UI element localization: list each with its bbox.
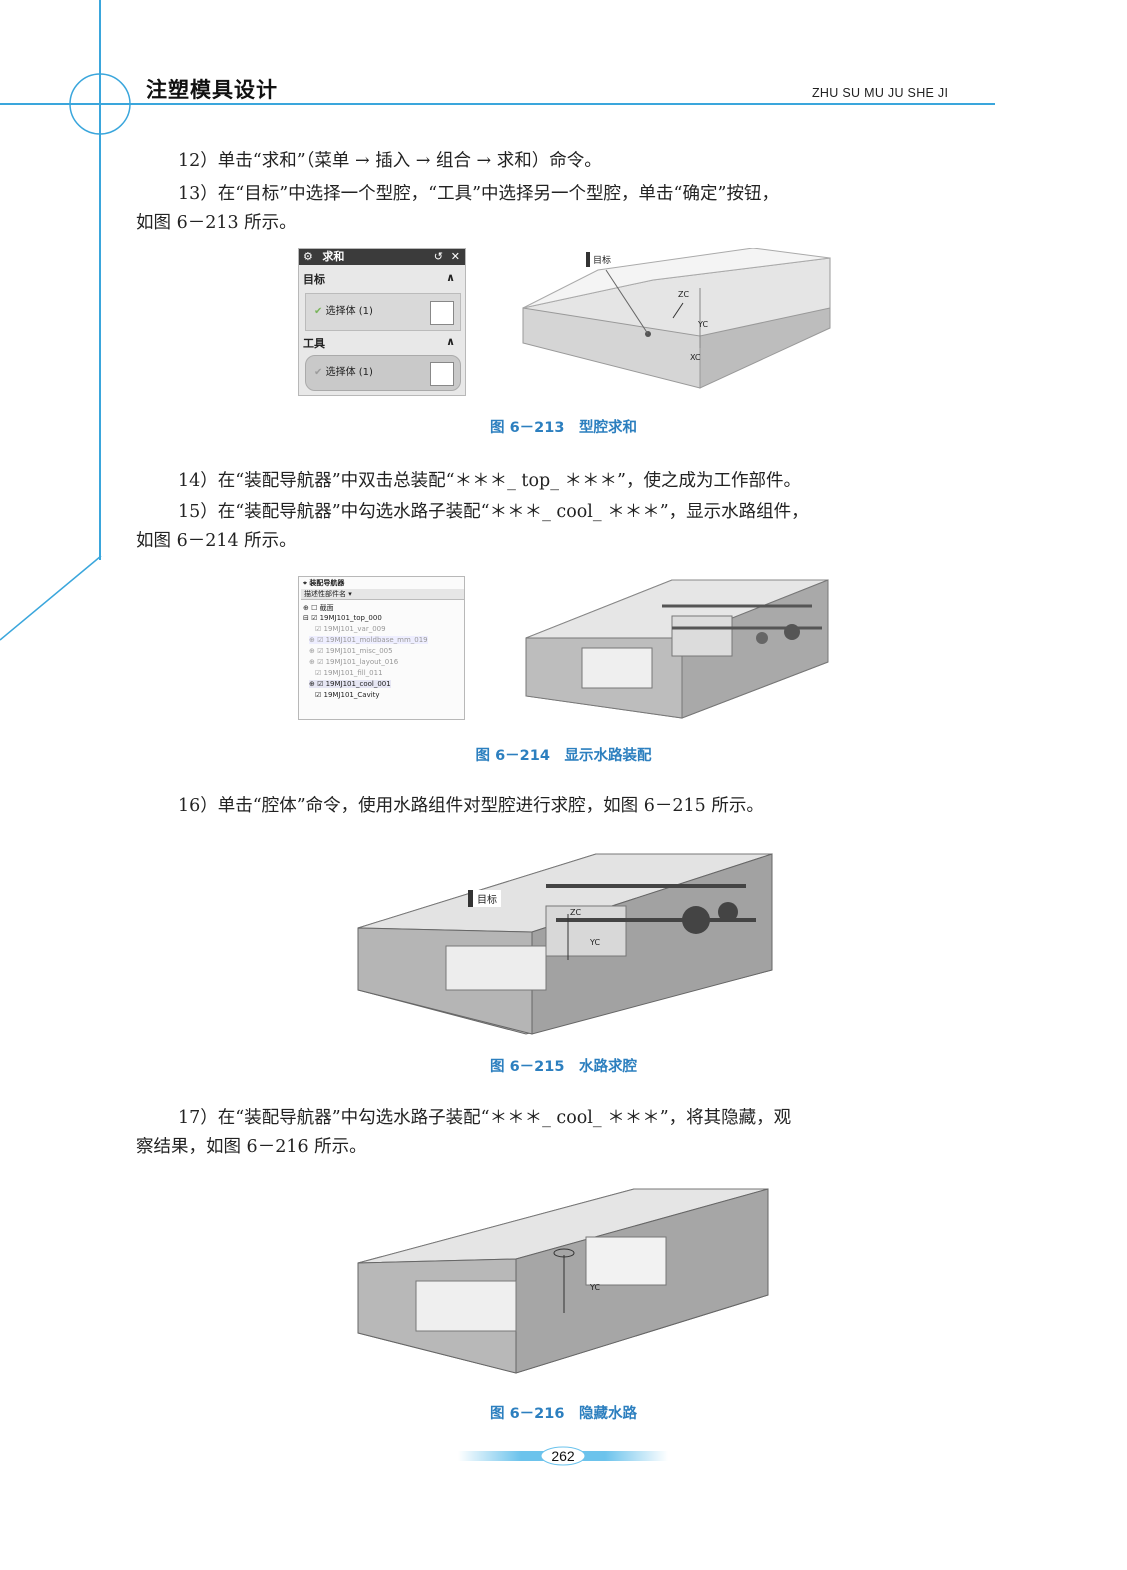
tool-select-label: 选择体 (1) [325,367,373,378]
step-15-line1: 15）在“装配导航器”中勾选水路子装配“＊＊＊_ cool_ ＊＊＊”，显示水路… [178,502,809,522]
column-label: 描述性部件名 [304,590,346,598]
nav-item-label: 19MJ101_var_009 [323,625,386,633]
crop-mark-circle [69,73,131,135]
nav-item-label: 19MJ101_fill_011 [323,669,383,677]
step-17-line1: 17）在“装配导航器”中勾选水路子装配“＊＊＊_ cool_ ＊＊＊”，将其隐藏… [178,1108,792,1128]
dropdown-icon: ▾ [348,590,352,598]
target-section-header[interactable]: 目标 ∧ [303,271,459,287]
nav-item[interactable]: ⊟ ☑ 19MJ101_top_000 [303,614,382,622]
cavity-sum-model [522,248,831,389]
tool-section-header[interactable]: 工具 ∧ [303,335,459,351]
step-13-line1: 13）在“目标”中选择一个型腔，“工具”中选择另一个型腔，单击“确定”按钮， [178,184,779,204]
check-icon: ✔ [314,367,323,378]
caption-6-215: 图 6－215 水路求腔 [490,1059,637,1075]
dialog-title: 求和 [322,250,345,263]
book-title-pinyin: ZHU SU MU JU SHE JI [812,86,949,100]
collapse-icon: ∧ [446,271,455,284]
nav-item[interactable]: ⊕ ☑ 19MJ101_layout_016 [309,658,399,666]
target-label: 目标 [468,890,501,907]
yc-label: YC [590,1283,601,1292]
nav-item-label: 19MJ101_Cavity [323,691,380,699]
sum-dialog: ⚙ 求和 ↺ ✕ 目标 ∧ ✔ 选择体 (1) 工具 ∧ ✔ 选择体 (1) [298,248,466,396]
book-title: 注塑模具设计 [146,78,278,102]
nav-item[interactable]: ☑ 19MJ101_Cavity [315,691,380,699]
step-17-line2: 察结果，如图 6－216 所示。 [136,1137,367,1157]
cooling-assembly-model [525,579,829,719]
caption-6-214: 图 6－214 显示水路装配 [475,748,652,764]
page-number: 262 [551,1448,575,1464]
nav-item-label: 19MJ101_layout_016 [325,658,399,666]
figure-6-216: YC [356,1185,772,1375]
nav-item[interactable]: ⊕ ☐ 截面 [303,604,334,612]
step-12-text: 12）单击“求和”（菜单 → 插入 → 组合 → 求和）命令。 [178,151,602,171]
step-15: 15）在“装配导航器”中勾选水路子装配“＊＊＊_ cool_ ＊＊＊”，显示水路… [136,498,996,556]
nav-item-label: 截面 [319,604,334,612]
target-label: 目标 [586,252,615,267]
header-vertical-line [99,0,101,560]
target-section-label: 目标 [303,273,325,286]
zc-label: ZC [678,290,690,299]
step-12: 12）单击“求和”（菜单 → 插入 → 组合 → 求和）命令。 [136,147,996,176]
step-14: 14）在“装配导航器”中双击总装配“＊＊＊_ top_ ＊＊＊”，使之成为工作部… [136,467,996,496]
step-15-line2: 如图 6－214 所示。 [136,531,297,551]
page-number-ribbon: 262 [458,1446,668,1466]
nav-item[interactable]: ⊕ ☑ 19MJ101_moldbase_mm_019 [309,636,428,644]
tool-select-row[interactable]: ✔ 选择体 (1) [305,355,461,391]
caption-6-213: 图 6－213 型腔求和 [490,420,637,436]
gear-icon: ⚙ [303,250,313,263]
assembly-navigator: ⌖ 装配导航器 描述性部件名 ▾ ⊕ ☐ 截面 ⊟ ☑ 19MJ101_top_… [298,576,465,720]
xc-label: XC [690,353,701,362]
cavity-subtract-model [357,853,773,1035]
corner-diagonal-line [0,555,102,641]
target-select-row[interactable]: ✔ 选择体 (1) [305,293,461,331]
sum-dialog-titlebar: ⚙ 求和 ↺ ✕ [299,249,465,265]
navigator-title-text: 装配导航器 [309,579,345,587]
nav-item[interactable]: ⊕ ☑ 19MJ101_cool_001 [309,680,391,688]
page-number-ribbon-graphic [458,1446,668,1466]
step-14-text: 14）在“装配导航器”中双击总装配“＊＊＊_ top_ ＊＊＊”，使之成为工作部… [178,471,801,491]
yc-label: YC [698,320,709,329]
close-icon[interactable]: ✕ [450,250,460,263]
figure-6-213: ⚙ 求和 ↺ ✕ 目标 ∧ ✔ 选择体 (1) 工具 ∧ ✔ 选择体 (1) [298,248,838,398]
step-13-line2: 如图 6－213 所示。 [136,213,297,233]
tool-section-label: 工具 [303,337,325,350]
pin-icon: ⌖ [303,579,307,587]
figure-6-214: ⌖ 装配导航器 描述性部件名 ▾ ⊕ ☐ 截面 ⊟ ☑ 19MJ101_top_… [298,576,833,722]
nav-item-label: 19MJ101_moldbase_mm_019 [325,636,428,644]
check-icon: ✔ [314,306,323,317]
nav-item[interactable]: ☑ 19MJ101_var_009 [315,625,386,633]
zc-label: ZC [570,908,582,917]
step-17: 17）在“装配导航器”中勾选水路子装配“＊＊＊_ cool_ ＊＊＊”，将其隐藏… [136,1104,996,1162]
navigator-column-header[interactable]: 描述性部件名 ▾ [301,589,464,600]
nav-item-label: 19MJ101_misc_005 [325,647,393,655]
navigator-title: ⌖ 装配导航器 [303,578,344,588]
nav-item[interactable]: ⊕ ☑ 19MJ101_misc_005 [309,647,393,655]
nav-item-label: 19MJ101_top_000 [319,614,382,622]
step-16-text: 16）单击“腔体”命令，使用水路组件对型腔进行求腔，如图 6－215 所示。 [178,796,764,816]
step-13: 13）在“目标”中选择一个型腔，“工具”中选择另一个型腔，单击“确定”按钮， 如… [136,180,996,238]
target-label-text: 目标 [593,256,612,266]
caption-6-216: 图 6－216 隐藏水路 [490,1406,637,1422]
target-select-label: 选择体 (1) [325,306,373,317]
cube-select-icon[interactable] [430,362,454,386]
yc-label: YC [590,938,601,947]
collapse-icon: ∧ [446,335,455,348]
step-16: 16）单击“腔体”命令，使用水路组件对型腔进行求腔，如图 6－215 所示。 [136,792,996,821]
reset-icon[interactable]: ↺ [433,250,443,263]
figure-6-215: 目标 ZC YC [356,850,776,1036]
hidden-cooling-model [357,1188,769,1374]
cube-select-icon[interactable] [430,301,454,325]
nav-item-label: 19MJ101_cool_001 [325,680,391,688]
nav-item[interactable]: ☑ 19MJ101_fill_011 [315,669,383,677]
header-horizontal-line [0,103,995,105]
target-label-text: 目标 [477,895,497,906]
